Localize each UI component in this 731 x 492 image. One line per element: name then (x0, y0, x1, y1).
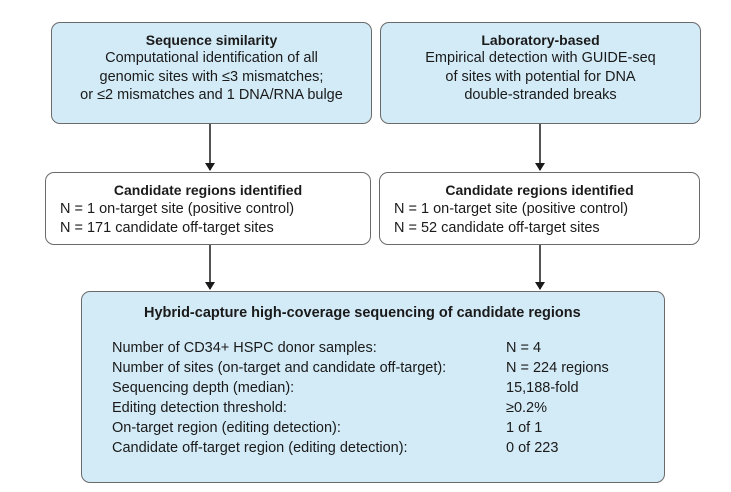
stat-value: 15,188-fold (506, 380, 579, 396)
candidate-regions-right-box: Candidate regions identified N = 1 on-ta… (379, 172, 700, 245)
stat-row: Sequencing depth (median): 15,188-fold (112, 378, 646, 398)
candidate-regions-left-title: Candidate regions identified (113, 182, 303, 198)
stat-label: Number of sites (on-target and candidate… (112, 360, 447, 376)
sequencing-stats: Number of CD34+ HSPC donor samples: N = … (112, 338, 646, 458)
stat-value: N = 4 (506, 340, 542, 356)
stat-value: 1 of 1 (506, 420, 543, 436)
candidate-right-on-target: N = 1 on-target site (positive control) (394, 201, 629, 217)
stat-label: Editing detection threshold: (112, 400, 287, 416)
hybrid-capture-box: Hybrid-capture high-coverage sequencing … (81, 291, 665, 483)
sequence-similarity-description: Computational identification of all geno… (80, 50, 343, 103)
candidate-right-off-target: N = 52 candidate off-target sites (394, 219, 600, 236)
sequence-similarity-title: Sequence similarity (145, 32, 278, 48)
stat-row: Number of CD34+ HSPC donor samples: N = … (112, 338, 646, 358)
stat-value: 0 of 223 (506, 440, 559, 456)
candidate-regions-right-title: Candidate regions identified (445, 182, 634, 198)
laboratory-based-box: Laboratory-based Empirical detection wit… (380, 22, 701, 124)
laboratory-based-description: Empirical detection with GUIDE-seq of si… (425, 50, 656, 103)
stat-row: On-target region (editing detection): 1 … (112, 418, 646, 438)
stat-label: Candidate off-target region (editing det… (112, 440, 408, 456)
stat-label: Sequencing depth (median): (112, 380, 295, 396)
stat-label: Number of CD34+ HSPC donor samples: (112, 340, 377, 356)
candidate-left-on-target: N = 1 on-target site (positive control) (60, 201, 295, 217)
hybrid-capture-title: Hybrid-capture high-coverage sequencing … (144, 305, 581, 321)
sequence-similarity-box: Sequence similarity Computational identi… (51, 22, 372, 124)
stat-value: ≥0.2% (506, 400, 548, 416)
stat-row: Candidate off-target region (editing det… (112, 438, 646, 458)
stat-row: Editing detection threshold: ≥0.2% (112, 398, 646, 418)
candidate-regions-left-box: Candidate regions identified N = 1 on-ta… (45, 172, 371, 245)
stat-row: Number of sites (on-target and candidate… (112, 358, 646, 378)
stat-value: N = 224 regions (506, 360, 609, 376)
stat-label: On-target region (editing detection): (112, 420, 341, 436)
laboratory-based-title: Laboratory-based (481, 32, 600, 48)
candidate-left-off-target: N = 171 candidate off-target sites (60, 219, 274, 236)
